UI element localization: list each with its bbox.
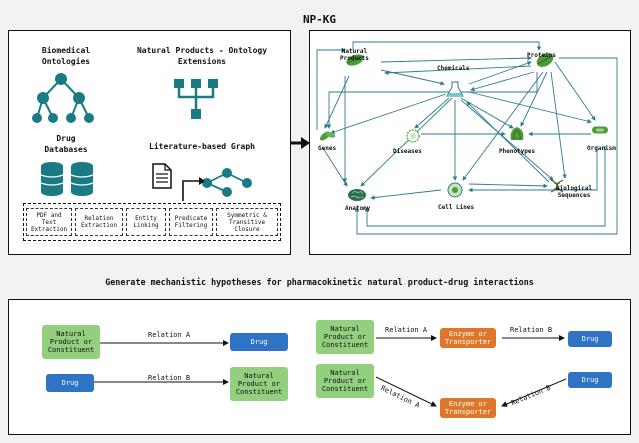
enzyme-transporter-box: Enzyme or Transporter bbox=[440, 328, 496, 348]
kg-edges bbox=[316, 41, 618, 235]
node-genes: Genes bbox=[318, 145, 337, 152]
page-title: NP-KG bbox=[302, 13, 337, 26]
biomedical-ontologies-label: Biomedical Ontologies bbox=[41, 46, 91, 66]
flask-icon bbox=[446, 81, 464, 97]
flow-arrow bbox=[290, 137, 310, 149]
hierarchy-icon bbox=[174, 79, 218, 119]
node-anatomy: Anatomy bbox=[345, 205, 371, 212]
bacteria-icon bbox=[592, 126, 608, 134]
brain-icon bbox=[348, 189, 366, 201]
phenotype-icon bbox=[510, 127, 524, 141]
np-constituent-box: Natural Product or Constituent bbox=[230, 367, 288, 401]
pipeline-outline bbox=[23, 203, 281, 241]
relation-a-label: Relation A bbox=[148, 331, 191, 339]
node-cell-lines: Cell Lines bbox=[438, 204, 475, 211]
drug-box: Drug bbox=[568, 372, 612, 388]
leaf-icon bbox=[346, 54, 364, 66]
knowledge-graph-panel bbox=[309, 30, 631, 255]
pipeline-step: Entity Linking bbox=[126, 208, 166, 236]
enzyme-transporter-box: Enzyme or Transporter bbox=[440, 398, 496, 418]
np-constituent-box: Natural Product or Constituent bbox=[316, 364, 374, 398]
pipeline-step: Predicate Filtering bbox=[169, 208, 213, 236]
cell-icon bbox=[447, 182, 463, 198]
pipeline-step: PDF and Text Extraction bbox=[26, 208, 72, 236]
drug-box: Drug bbox=[230, 333, 288, 351]
protein-icon bbox=[536, 53, 554, 67]
relation-a-label: Relation A bbox=[385, 326, 428, 334]
relation-b-label: Relation B bbox=[510, 326, 553, 334]
relation-b-label: Relation B bbox=[148, 374, 191, 382]
gene-icon bbox=[320, 131, 336, 141]
virus-icon bbox=[406, 129, 420, 143]
drug-box: Drug bbox=[46, 374, 94, 392]
literature-graph-icon bbox=[182, 168, 252, 201]
tree-network-icon bbox=[32, 73, 94, 123]
node-organism: Organism bbox=[587, 145, 616, 152]
node-diseases: Diseases bbox=[393, 148, 422, 155]
node-proteins: Proteins bbox=[527, 52, 556, 59]
node-chemicals: Chemicals bbox=[437, 65, 470, 72]
dna-icon bbox=[550, 179, 564, 193]
np-constituent-box: Natural Product or Constituent bbox=[316, 320, 374, 354]
pipeline-step: Relation Extraction bbox=[75, 208, 123, 236]
hypothesis-arrows bbox=[94, 335, 567, 407]
drug-databases-label: Drug Databases bbox=[44, 134, 88, 154]
pipeline-step: Symmetric & Transitive Closure bbox=[216, 208, 278, 236]
literature-graph-label: Literature-based Graph bbox=[149, 142, 255, 151]
data-sources-panel: Biomedical Ontologies Natural Products -… bbox=[8, 30, 291, 255]
database-icon bbox=[40, 162, 94, 196]
node-biological-sequences: Biological Sequences bbox=[556, 185, 593, 199]
np-constituent-box: Natural Product or Constituent bbox=[42, 325, 100, 359]
node-phenotypes: Phenotypes bbox=[499, 148, 536, 155]
node-natural-products: Natural Products bbox=[340, 48, 369, 62]
drug-box: Drug bbox=[568, 331, 612, 347]
document-icon bbox=[152, 163, 172, 189]
hypotheses-subtitle: Generate mechanistic hypotheses for phar… bbox=[105, 277, 534, 287]
np-ontology-extensions-label: Natural Products - Ontology Extensions bbox=[136, 46, 268, 66]
